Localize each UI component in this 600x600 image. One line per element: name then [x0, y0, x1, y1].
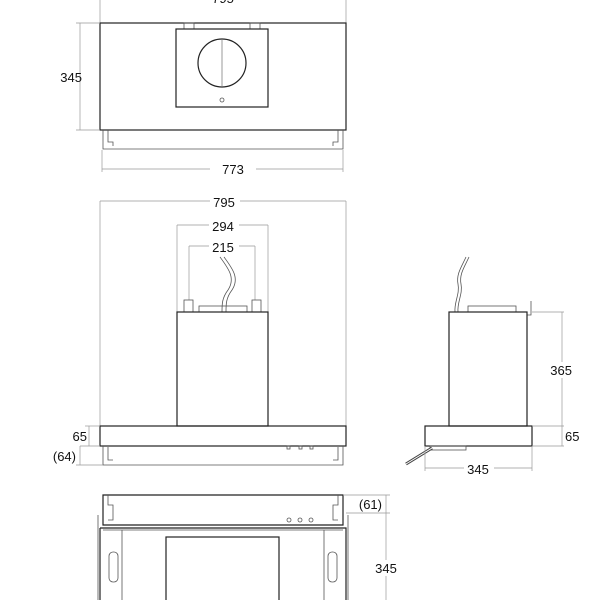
chimney-plate [175, 28, 269, 108]
top-view: 795 345 773 [60, 0, 347, 177]
bottom-panel [165, 536, 280, 600]
canopy [99, 425, 347, 447]
bracket-spacing-label: 215 [212, 240, 234, 255]
bottom-depth-label: 345 [375, 561, 397, 576]
top-body [99, 22, 347, 131]
power-cable [219, 256, 236, 313]
side-canopy-height-label: 65 [565, 429, 579, 444]
top-depth-label: 345 [60, 70, 82, 85]
front-strip-label: (61) [359, 497, 382, 512]
side-depth-label: 345 [467, 462, 489, 477]
top-bottom-width-label: 773 [222, 162, 244, 177]
side-canopy [424, 425, 533, 447]
side-chimney [448, 311, 528, 427]
overall-width-label: 795 [213, 195, 235, 210]
duct-outlet [197, 38, 247, 88]
chimney-width-label: 294 [212, 219, 234, 234]
side-view: 365 65 345 [405, 256, 579, 477]
chimney [176, 311, 269, 427]
top-width-label: 795 [212, 0, 234, 6]
canopy-height-label: 65 [73, 429, 87, 444]
side-chimney-height-label: 365 [550, 363, 572, 378]
filter-height-label: (64) [53, 449, 76, 464]
front-view: 795 294 215 65 (64) [53, 193, 347, 466]
bottom-view: (61) 345 [97, 494, 400, 600]
front-strip [102, 494, 344, 526]
